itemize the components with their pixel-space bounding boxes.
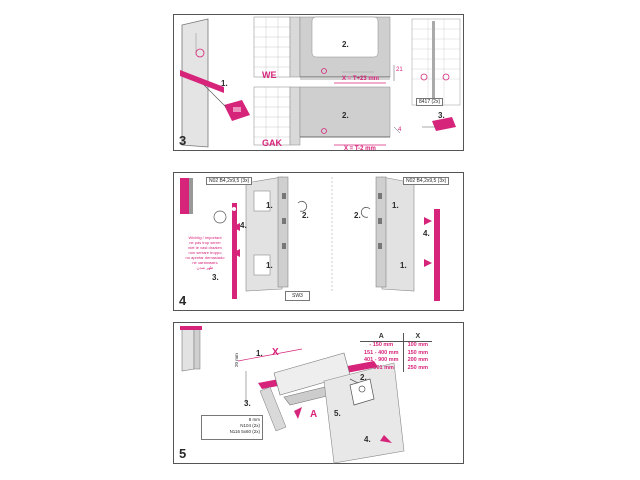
dimension-gak: X = T-2 mm bbox=[344, 146, 376, 152]
step-1b-label-left: 1. bbox=[266, 261, 273, 270]
parts-box: 8 mm N104 (2x) N116 5x60 (2x) bbox=[201, 415, 263, 440]
step-2-label-right: 2. bbox=[354, 211, 361, 220]
part-n104: N104 (2x) bbox=[240, 423, 260, 428]
step-2-label: 2. bbox=[360, 373, 367, 382]
step-5-label: 5. bbox=[334, 409, 341, 418]
step-1-label: 1. bbox=[256, 349, 263, 358]
step-3-label: 3. bbox=[244, 399, 251, 408]
part-8mm: 8 mm bbox=[248, 417, 260, 422]
step-1-label: 1. bbox=[221, 79, 228, 88]
tool-label-sw3: SW3 bbox=[285, 291, 310, 301]
step-4-panel: N02 B4,2x9,5 (3x) N02 B4,2x9,5 (3x) SW3 … bbox=[173, 172, 464, 311]
dimension-we: X = T+23 mm bbox=[342, 76, 380, 82]
step-1b-label-right: 1. bbox=[400, 261, 407, 270]
distance-table: A X - 150 mm 100 mm 151 - 400 mm 150 mm … bbox=[360, 333, 433, 373]
dimension-21: 21 bbox=[396, 67, 403, 73]
table-row: - 150 mm 100 mm bbox=[360, 341, 432, 350]
step-2-label-gak: 2. bbox=[342, 111, 349, 120]
step-1-label-right: 1. bbox=[392, 201, 399, 210]
dimension-4: 4 bbox=[398, 127, 402, 133]
table-row: 151 - 400 mm 150 mm bbox=[360, 349, 432, 358]
step-2-label: 2. bbox=[342, 40, 349, 49]
label-a: A bbox=[310, 409, 318, 420]
step-5-illustration bbox=[180, 326, 405, 464]
step-5-panel: 1. 2. 3. 4. 5. X A 20 mm 8 mm N104 (2x) … bbox=[173, 322, 464, 464]
step-3-label-left: 3. bbox=[212, 273, 219, 282]
step-4-label-right: 4. bbox=[423, 229, 430, 238]
table-header-a: A bbox=[360, 333, 404, 342]
we-label: WE bbox=[262, 70, 277, 80]
step-number: 5 bbox=[179, 446, 187, 461]
step-3-label: 3. bbox=[438, 111, 445, 120]
label-x: X bbox=[272, 347, 279, 358]
step-3-illustration bbox=[180, 16, 461, 148]
dimension-20mm: 20 mm bbox=[234, 353, 239, 367]
gak-label: GAK bbox=[262, 138, 282, 148]
step-number: 4 bbox=[179, 293, 187, 308]
warning-text: Wichtig / important ne pas trop serrer n… bbox=[185, 235, 225, 270]
part-label-8417: 8417 (2x) bbox=[416, 98, 444, 106]
part-label-right: N02 B4,2x9,5 (3x) bbox=[403, 177, 450, 185]
table-header-x: X bbox=[403, 333, 433, 342]
step-4-label: 4. bbox=[364, 435, 371, 444]
step-4-label-left: 4. bbox=[240, 221, 247, 230]
table-row: > 901 mm 250 mm bbox=[360, 364, 432, 373]
part-label-left: N02 B4,2x9,5 (3x) bbox=[206, 177, 253, 185]
table-row: 401 - 900 mm 200 mm bbox=[360, 357, 432, 365]
step-1-label-left: 1. bbox=[266, 201, 273, 210]
step-3-panel: 1. 2. 2. 3. WE GAK X = T+23 mm X = T-2 m… bbox=[173, 14, 464, 152]
step-2-label-left: 2. bbox=[302, 211, 309, 220]
step-number: 3 bbox=[179, 133, 187, 148]
part-n116: N116 5x60 (2x) bbox=[229, 429, 260, 434]
step-4-illustration bbox=[180, 176, 440, 301]
